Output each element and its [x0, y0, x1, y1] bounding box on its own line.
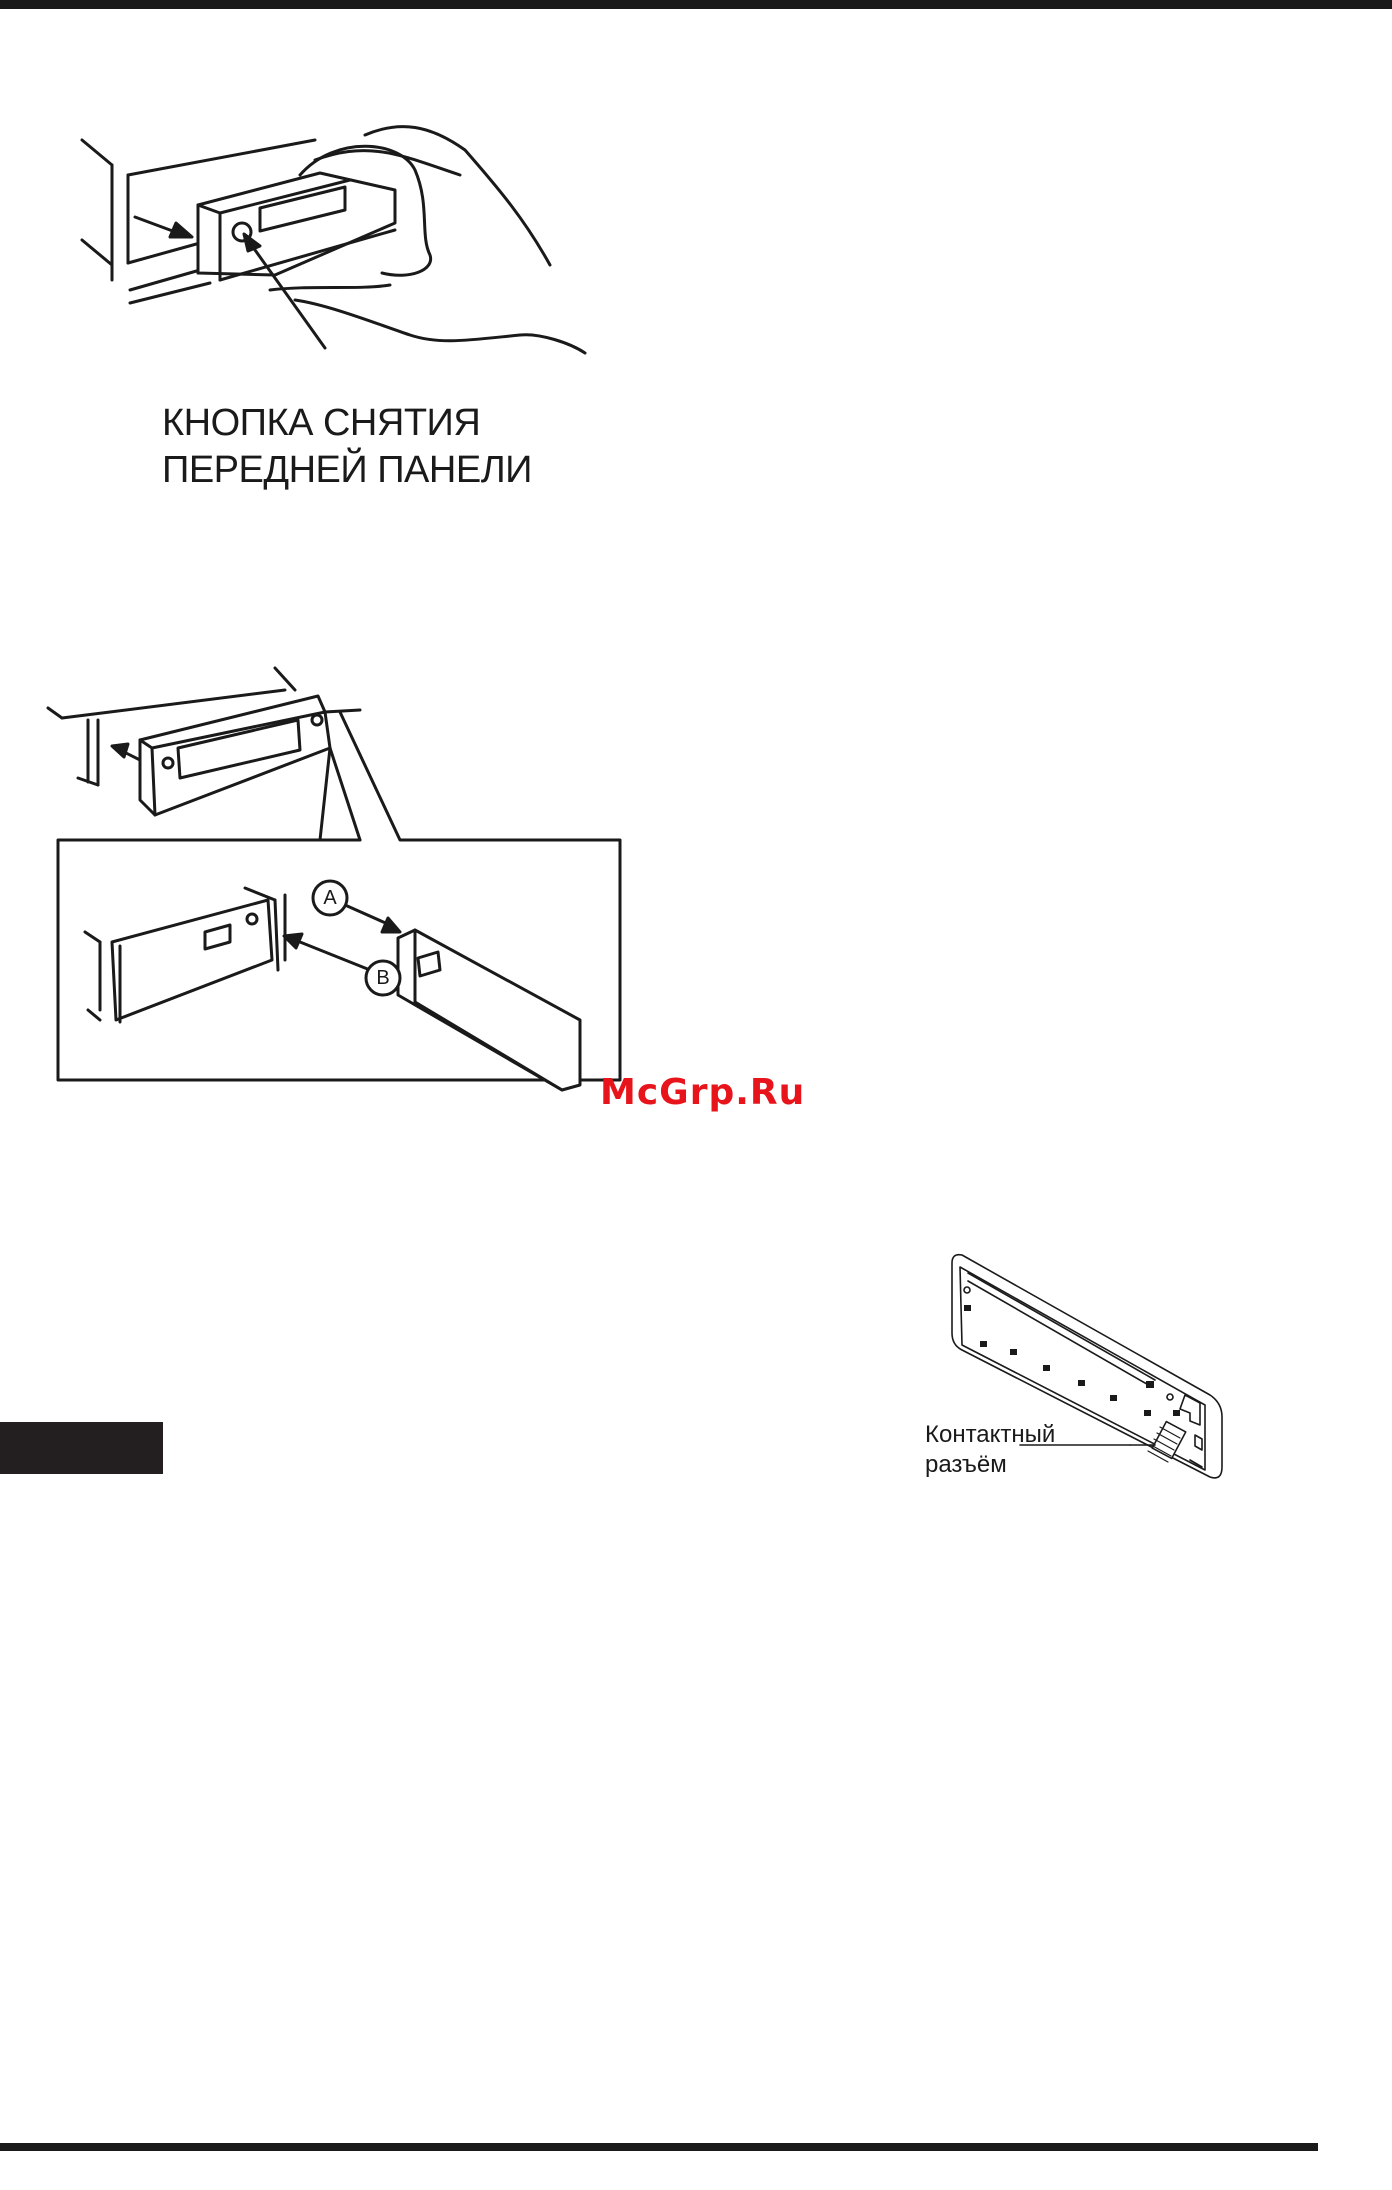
label-a: A: [310, 888, 350, 908]
figure-panel-attach: A B: [40, 660, 640, 1100]
figure3-caption-line2: разъём: [925, 1450, 1007, 1480]
watermark: McGrp.Ru: [600, 1072, 805, 1113]
figure3-caption-line1: Контактный: [925, 1420, 1055, 1450]
top-rule: [0, 0, 1392, 9]
figure1-caption-line1: КНОПКА СНЯТИЯ: [162, 399, 480, 447]
label-b: B: [363, 968, 403, 988]
figure-panel-release: [70, 95, 610, 395]
bottom-rule: [0, 2143, 1318, 2151]
figure1-caption-line2: ПЕРЕДНЕЙ ПАНЕЛИ: [162, 446, 532, 494]
section-tab: [0, 1422, 163, 1474]
